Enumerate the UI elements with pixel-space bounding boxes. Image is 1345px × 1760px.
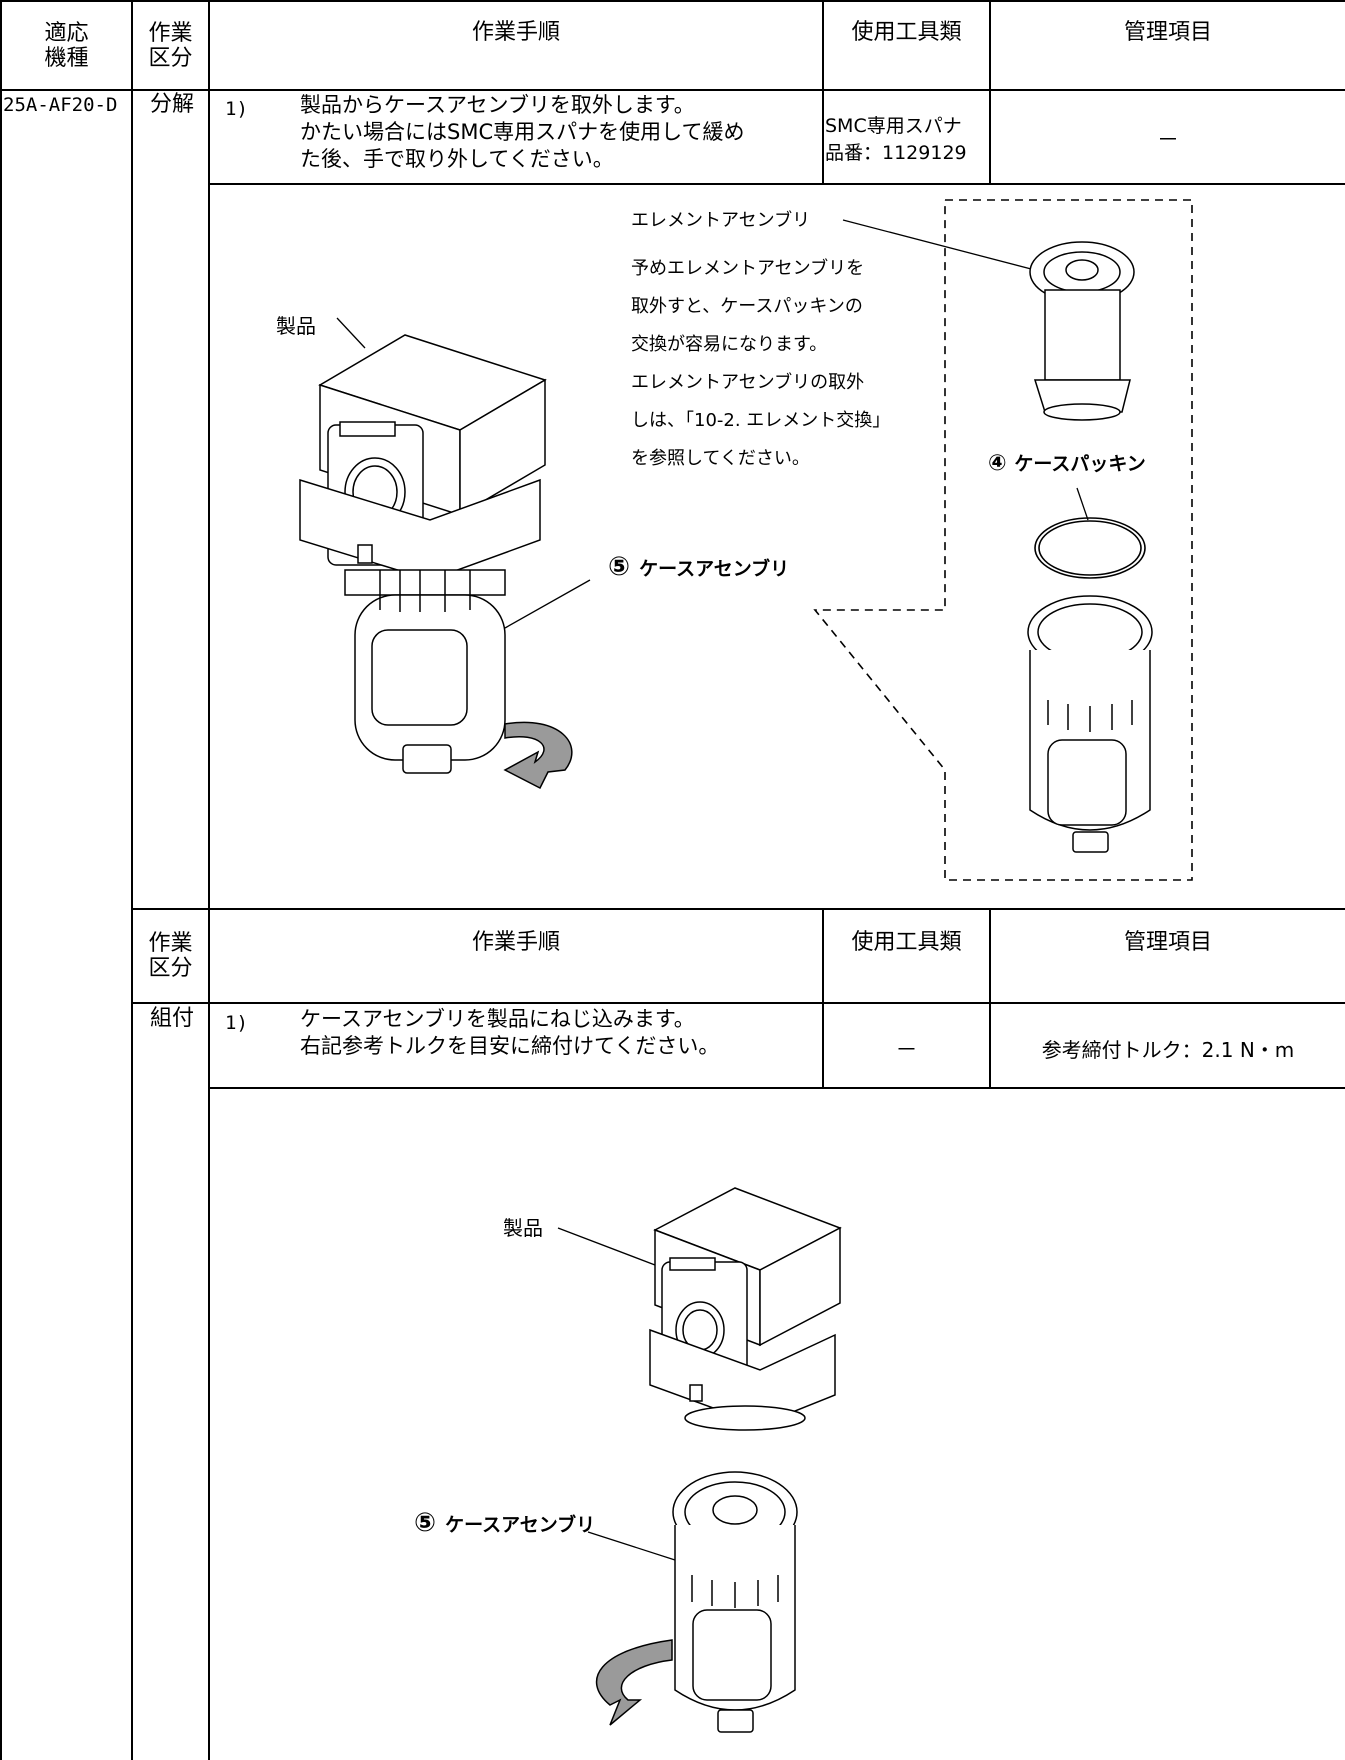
step-line: た後、手で取り外してください。	[300, 147, 614, 171]
note-line: を参照してください。	[631, 448, 810, 469]
note-line: エレメントアセンブリの取外	[631, 372, 865, 393]
element-note: 予めエレメントアセンブリを 取外すと、ケースパッキンの 交換が容易になります。 …	[631, 250, 890, 478]
case-callout-2: ⑤ ケースアセンブリ	[414, 1508, 595, 1538]
packing-label: ケースパッキン	[1014, 453, 1146, 475]
assembly-step-text: ケースアセンブリを製品にねじ込みます。 右記参考トルクを目安に締付けてください。	[300, 1006, 719, 1060]
grid-line	[989, 908, 991, 1089]
grid-line	[208, 0, 210, 1760]
note-line: 予めエレメントアセンブリを	[631, 258, 865, 279]
header-category-line1: 作業	[148, 20, 193, 46]
tool-line: SMC専用スパナ	[825, 115, 962, 137]
grid-line	[0, 0, 1345, 2]
case-callout: ⑤ ケースアセンブリ	[608, 552, 789, 582]
case-assembly-drawing-2	[672, 1471, 798, 1733]
header-model-line1: 適応	[44, 20, 89, 46]
tool-line: 品番：1129129	[825, 142, 967, 164]
step-line: 製品からケースアセンブリを取外します。	[300, 93, 695, 117]
header-model: 適応 機種	[2, 2, 131, 89]
step-number: 1)	[225, 98, 248, 120]
control-value: －	[1156, 127, 1179, 153]
step-line: ケースアセンブリを製品にねじ込みます。	[300, 1007, 695, 1031]
rotation-arrow-icon	[595, 1639, 673, 1726]
assembly-step-number: 1)	[225, 1012, 248, 1034]
grid-line	[131, 908, 1345, 910]
header-category-line2: 区分	[148, 45, 193, 71]
product-label: 製品	[276, 314, 316, 338]
packing-callout: ④ ケースパッキン	[988, 449, 1146, 476]
tool-text: SMC専用スパナ 品番：1129129	[825, 113, 967, 167]
header2-tools: 使用工具類	[851, 929, 962, 955]
header2-procedure: 作業手順	[471, 929, 560, 955]
case-assembly-drawing	[1027, 595, 1153, 853]
product-drawing-2	[649, 1187, 842, 1431]
header-control: 管理項目	[1123, 19, 1212, 45]
header2-category-line2: 区分	[148, 956, 193, 981]
model-value: 25A-AF20-D	[3, 94, 118, 116]
category-disassembly: 分解	[150, 92, 195, 117]
header2-category: 作業 区分	[133, 910, 208, 1002]
assembly-control: 参考締付トルク：2.1 N・m	[1041, 1037, 1295, 1062]
step-line: 右記参考トルクを目安に締付けてください。	[300, 1034, 720, 1058]
grid-line	[0, 89, 1345, 91]
dashed-callout-frame	[813, 199, 1193, 881]
header2-control: 管理項目	[1123, 929, 1212, 955]
note-line: しは、「10-2. エレメント交換」	[631, 410, 891, 431]
header-tools: 使用工具類	[851, 19, 962, 45]
step-line: かたい場合にはSMC専用スパナを使用して緩め	[300, 120, 745, 144]
step-text: 製品からケースアセンブリを取外します。 かたい場合にはSMC専用スパナを使用して…	[300, 92, 744, 173]
grid-line	[822, 0, 824, 183]
category-assembly: 組付	[150, 1006, 195, 1031]
header-category: 作業 区分	[133, 2, 208, 89]
element-assembly-drawing	[1029, 241, 1135, 421]
product-label-2: 製品	[503, 1216, 543, 1240]
assembly-tool: －	[895, 1037, 918, 1063]
grid-line	[208, 183, 1345, 185]
packing-number: ④	[988, 451, 1007, 476]
grid-line	[822, 908, 824, 1089]
rotation-arrow-icon	[503, 721, 573, 790]
product-drawing	[299, 334, 547, 774]
grid-line	[0, 0, 2, 1760]
grid-line	[131, 0, 133, 1760]
header2-category-line1: 作業	[148, 931, 193, 956]
case-number-2: ⑤	[414, 1508, 437, 1538]
case-number: ⑤	[608, 552, 631, 582]
header-model-line2: 機種	[44, 45, 89, 71]
case-packing-drawing	[1034, 517, 1146, 579]
header-procedure: 作業手順	[471, 19, 560, 45]
grid-line	[131, 1002, 1345, 1004]
note-line: 交換が容易になります。	[631, 334, 828, 355]
case-label-2: ケースアセンブリ	[445, 1514, 596, 1536]
grid-line	[989, 0, 991, 183]
note-line: 取外すと、ケースパッキンの	[631, 296, 863, 317]
case-label: ケースアセンブリ	[639, 558, 790, 580]
element-label: エレメントアセンブリ	[631, 210, 811, 231]
grid-line	[208, 1087, 1345, 1089]
